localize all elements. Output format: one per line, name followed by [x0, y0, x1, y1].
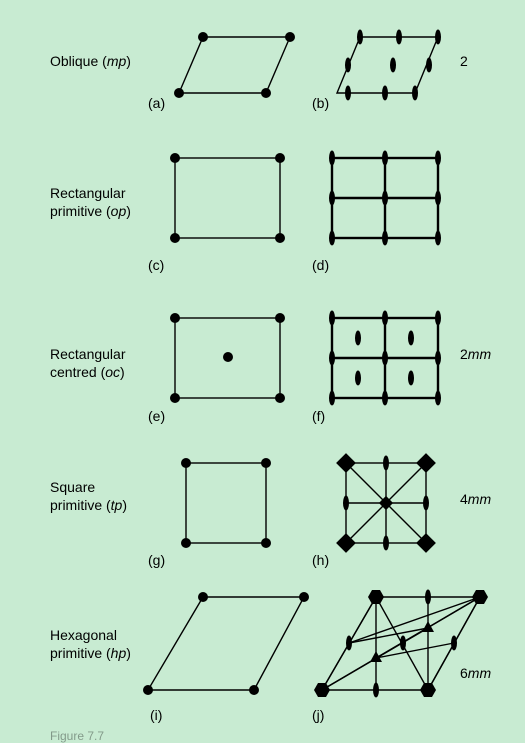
lattice-b [335, 29, 441, 101]
fourfold-axis-icon [336, 533, 356, 553]
twofold-axis-icon [382, 85, 388, 101]
fourfold-axis-icon [416, 533, 436, 553]
subfig-label-f: (f) [312, 408, 326, 424]
symmetry-label-oblique: 2 [460, 53, 468, 69]
twofold-axis-icon [396, 29, 402, 45]
lattice-label-oblique: Oblique (mp) [50, 53, 131, 69]
twofold-axis-icon [357, 29, 363, 45]
lattice-h [336, 453, 436, 553]
lattice-point [174, 88, 184, 98]
twofold-axis-icon [345, 57, 351, 73]
subfig-label-g: (g) [148, 552, 166, 568]
sixfold-axis-icon [368, 590, 384, 604]
twofold-axis-icon [435, 29, 441, 45]
subfig-label-i: (i) [150, 707, 163, 723]
twofold-axis-icon [426, 57, 432, 73]
sixfold-axis-icon [472, 590, 488, 604]
lattice-point [261, 88, 271, 98]
fourfold-axis-icon [336, 453, 356, 473]
fourfold-axis-icon [378, 495, 394, 511]
lattice-label-rect-centred: Rectangular centred (oc) [50, 346, 126, 380]
lattice-label-square: Square primitive (tp) [50, 479, 128, 513]
lattice-d [329, 150, 441, 246]
subfig-label-c: (c) [148, 257, 165, 273]
threefold-axis-icon [422, 621, 434, 632]
threefold-axis-icon [370, 651, 382, 662]
symmetry-label-square: 4mm [460, 491, 492, 507]
lattice-label-hexagonal: Hexagonal primitive (hp) [50, 627, 131, 661]
lattice-g [181, 458, 271, 548]
lattice-c [170, 153, 285, 243]
symmetry-label-hexagonal: 6mm [460, 665, 492, 681]
lattice-point [198, 32, 208, 42]
subfig-label-h: (h) [312, 552, 330, 568]
subfig-label-a: (a) [148, 95, 166, 111]
figure-caption: Figure 7.7 [50, 729, 105, 743]
lattice-i [143, 592, 309, 695]
sixfold-axis-icon [314, 683, 330, 697]
twofold-axis-icon [412, 85, 418, 101]
lattice-e [170, 313, 285, 403]
lattice-label-rect-primitive: Rectangular primitive (op) [50, 185, 131, 219]
fourfold-axis-icon [416, 453, 436, 473]
lattice-f [329, 310, 441, 406]
symmetry-label-rect-centred: 2mm [460, 346, 492, 362]
subfig-label-d: (d) [312, 257, 330, 273]
lattice-a [174, 32, 295, 98]
lattice-j [314, 589, 488, 698]
lattice-point [285, 32, 295, 42]
subfig-label-b: (b) [312, 95, 330, 111]
sixfold-axis-icon [420, 683, 436, 697]
subfig-label-e: (e) [148, 408, 166, 424]
twofold-axis-icon [345, 85, 351, 101]
subfig-label-j: (j) [312, 707, 325, 723]
twofold-axis-icon [390, 57, 396, 73]
